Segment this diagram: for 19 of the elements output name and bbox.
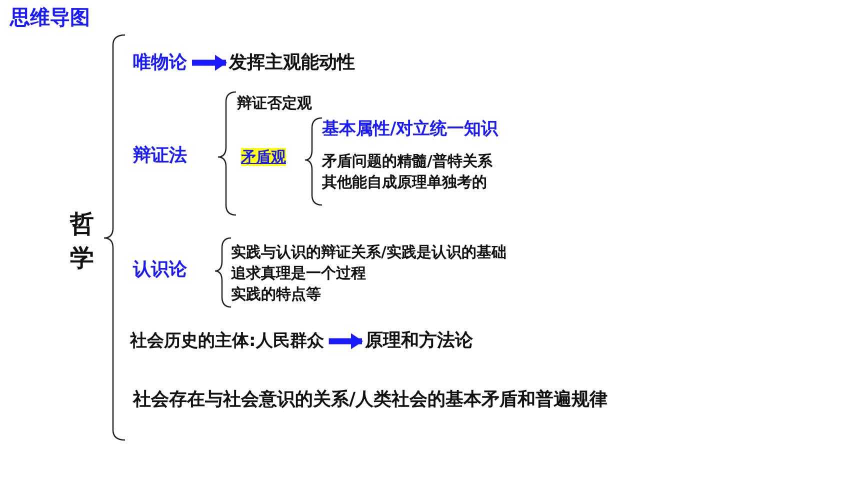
topic-text: 辩证法	[133, 145, 187, 167]
topic-text: 辩证否定观	[237, 94, 312, 112]
topic-text: 社会存在与社会意识的关系/人类社会的基本矛盾和普遍规律	[133, 389, 608, 411]
topic-text: 基本属性/对立统一知识	[322, 119, 498, 140]
topic-text: 其他能自成原理单独考的	[322, 173, 487, 191]
root-topic: 哲学	[70, 208, 96, 276]
topic-text: 社会历史的主体:人民群众	[130, 331, 324, 352]
topic-text: 认识论	[133, 259, 187, 281]
page-title: 思维导图	[10, 5, 90, 29]
topic-text: 发挥主观能动性	[229, 52, 355, 74]
arrow	[328, 333, 363, 350]
topic-text: 实践与认识的辩证关系/实践是认识的基础	[231, 243, 506, 261]
topic-text: 原理和方法论	[365, 330, 473, 352]
arrow	[192, 54, 227, 71]
topic-text: 追求真理是一个过程	[231, 264, 366, 282]
topic-text: 实践的特点等	[231, 285, 321, 303]
topic-text: 矛盾观	[241, 148, 286, 166]
topic-text: 矛盾问题的精髓/普特关系	[322, 152, 492, 170]
topic-text: 唯物论	[133, 52, 187, 74]
